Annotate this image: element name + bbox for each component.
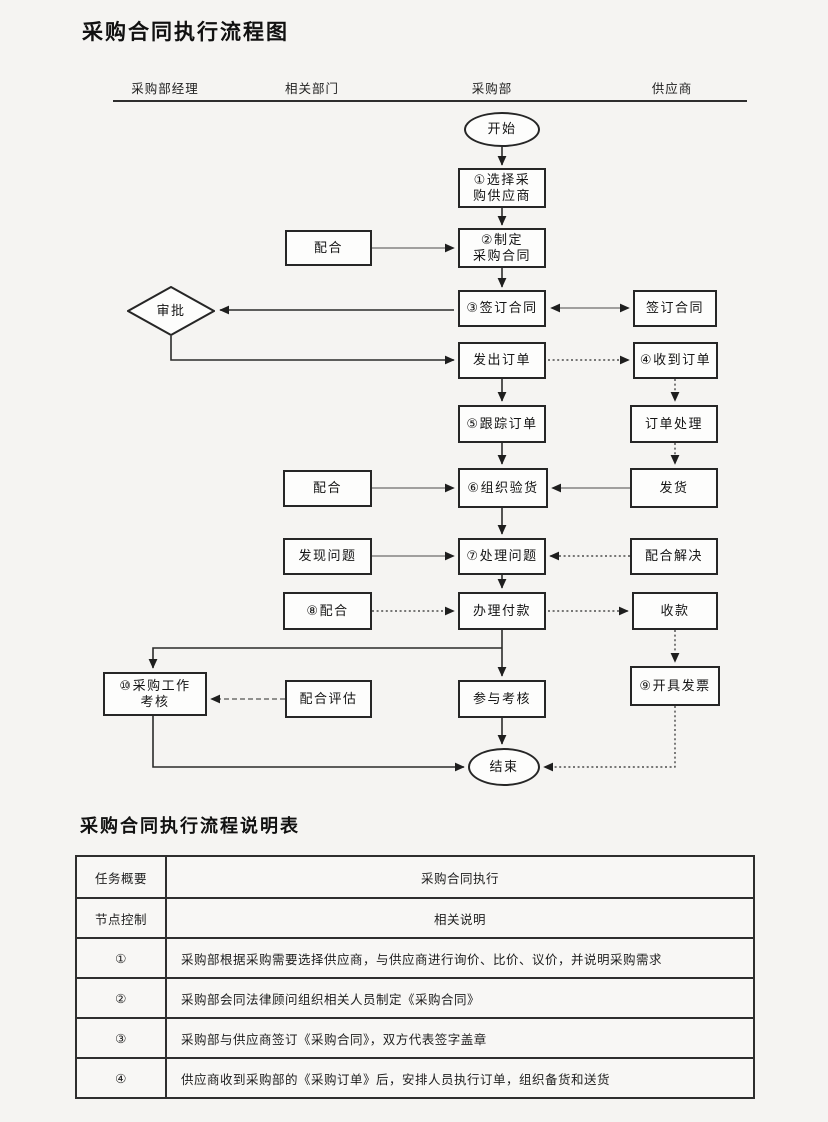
node-supplier-sign: 签订合同	[633, 290, 717, 327]
node-pay: 办理付款	[458, 592, 546, 630]
table-row: ③ 采购部与供应商签订《采购合同》，双方代表签字盖章	[77, 1017, 753, 1057]
table-title: 采购合同执行流程说明表	[80, 816, 300, 836]
node-invoice: ⑨开具发票	[630, 666, 720, 706]
node-handle-problem: ⑦处理问题	[458, 538, 546, 575]
node-sign-contract: ③签订合同	[458, 290, 546, 327]
table-cell-key: ①	[77, 939, 167, 977]
table-row: ④ 供应商收到采购部的《采购订单》后，安排人员执行订单，组织备货和送货	[77, 1057, 753, 1097]
node-find-problem: 发现问题	[283, 538, 372, 575]
connector-invoice-to-end	[543, 706, 676, 772]
process-description-table: 任务概要 采购合同执行 节点控制 相关说明 ① 采购部根据采购需要选择供应商，与…	[75, 855, 755, 1099]
table-cell-value: 供应商收到采购部的《采购订单》后，安排人员执行订单，组织备货和送货	[181, 1072, 611, 1087]
lane-header-procurement: 采购部	[471, 82, 513, 96]
table-cell-key: ③	[77, 1019, 167, 1057]
node-start: 开始	[464, 112, 540, 147]
lane-divider-line	[113, 100, 747, 102]
node-collect-payment: 收款	[632, 592, 718, 630]
node-assist-evaluate: 配合评估	[285, 680, 372, 718]
table-row: ① 采购部根据采购需要选择供应商，与供应商进行询价、比价、议价，并说明采购需求	[77, 937, 753, 977]
table-cell-key: 任务概要	[77, 857, 167, 897]
node-send-order: 发出订单	[458, 342, 546, 379]
table-cell-value: 采购部根据采购需要选择供应商，与供应商进行询价、比价、议价，并说明采购需求	[181, 952, 663, 967]
diamond-label: 审批	[156, 302, 186, 318]
node-cooperate-draft: 配合	[285, 230, 372, 266]
table-cell-value: 相关说明	[433, 912, 486, 927]
node-process-order: 订单处理	[630, 405, 718, 443]
connector-approve-to-sendorder	[170, 336, 455, 365]
table-row: 节点控制 相关说明	[77, 897, 753, 937]
node-draft-contract: ②制定 采购合同	[458, 228, 546, 268]
lane-header-manager: 采购部经理	[131, 82, 199, 96]
table-cell-value: 采购合同执行	[420, 871, 499, 886]
node-track-order: ⑤跟踪订单	[458, 405, 546, 443]
page-title: 采购合同执行流程图	[82, 21, 289, 44]
node-end: 结束	[468, 748, 540, 786]
node-inspect-goods: ⑥组织验货	[458, 468, 548, 508]
table-row: 任务概要 采购合同执行	[77, 857, 753, 897]
connector-workreview-to-end	[152, 716, 465, 772]
node-receive-order: ④收到订单	[633, 342, 718, 379]
table-cell-key: ④	[77, 1059, 167, 1097]
node-join-review: 参与考核	[458, 680, 546, 718]
table-cell-key: 节点控制	[77, 899, 167, 937]
node-work-review: ⑩采购工作 考核	[103, 672, 207, 716]
node-ship-goods: 发货	[630, 468, 718, 508]
node-cooperate-pay: ⑧配合	[283, 592, 372, 630]
table-row: ② 采购部会同法律顾问组织相关人员制定《采购合同》	[77, 977, 753, 1017]
table-cell-value: 采购部会同法律顾问组织相关人员制定《采购合同》	[181, 992, 481, 1007]
node-cooperate-inspect: 配合	[283, 470, 372, 507]
diamond-shape	[127, 286, 215, 336]
connector-pay-branch-to-workreview	[148, 647, 502, 669]
lane-header-related-dept: 相关部门	[284, 82, 339, 96]
table-cell-key: ②	[77, 979, 167, 1017]
lane-header-supplier: 供应商	[651, 82, 693, 96]
node-approve-decision: 审批	[127, 286, 215, 336]
table-cell-value: 采购部与供应商签订《采购合同》，双方代表签字盖章	[181, 1032, 487, 1047]
node-select-supplier: ①选择采 购供应商	[458, 168, 546, 208]
node-solve-together: 配合解决	[630, 538, 718, 575]
